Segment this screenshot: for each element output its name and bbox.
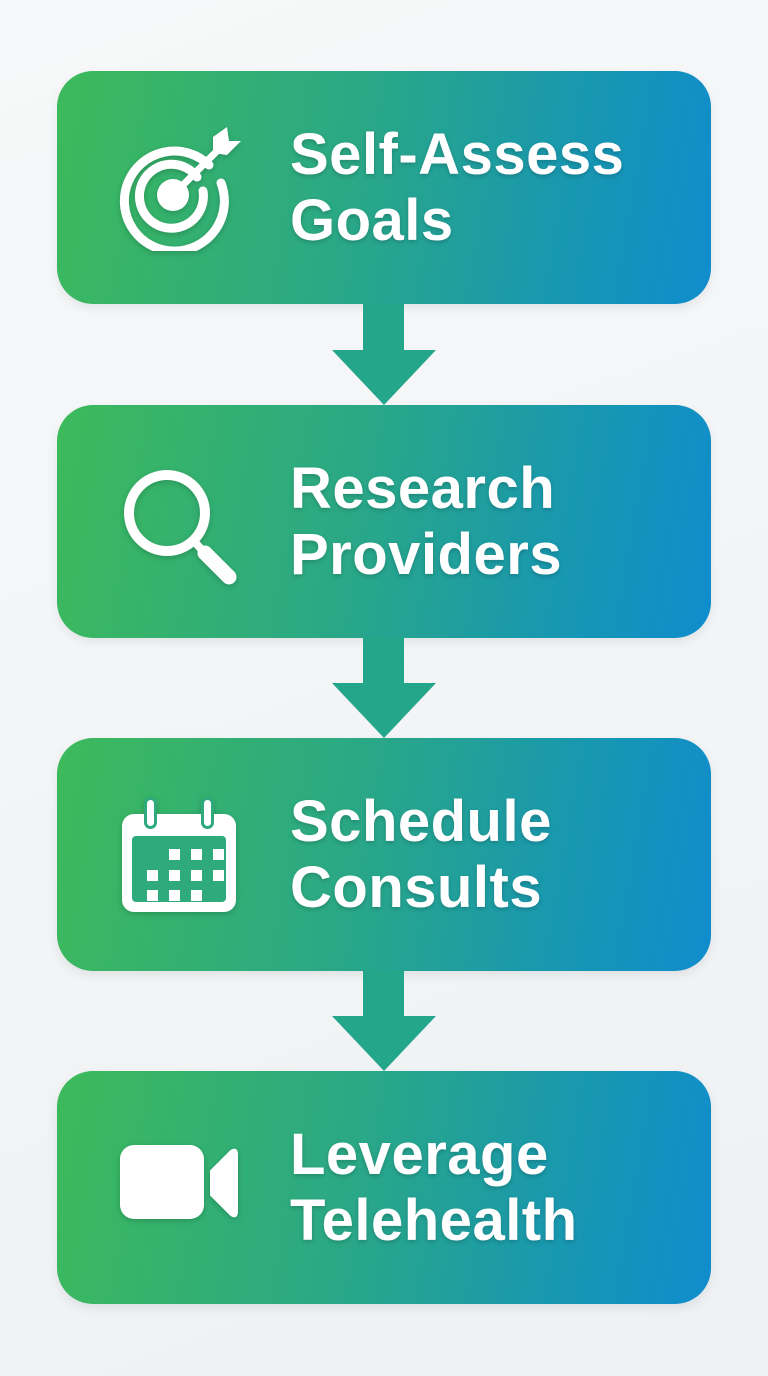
step-label: Research Providers <box>290 456 562 588</box>
step-schedule-consults: Schedule Consults <box>57 738 711 971</box>
step-label: Schedule Consults <box>290 789 552 921</box>
step-label-line1: Leverage <box>290 1121 549 1187</box>
down-arrow-icon <box>332 304 436 405</box>
step-label-line2: Goals <box>290 187 454 253</box>
magnifier-icon <box>124 470 237 585</box>
calendar-icon <box>122 797 236 912</box>
down-arrow-icon <box>332 970 436 1071</box>
step-label-line2: Providers <box>290 521 563 587</box>
step-label-line1: Research <box>290 455 556 521</box>
step-label: Self-Assess Goals <box>290 122 624 254</box>
video-camera-icon <box>120 1145 238 1219</box>
step-label-line2: Telehealth <box>290 1187 578 1253</box>
target-icon <box>119 127 241 251</box>
step-label-line1: Schedule <box>290 788 552 854</box>
step-leverage-telehealth: Leverage Telehealth <box>57 1071 711 1304</box>
step-label: Leverage Telehealth <box>290 1122 578 1254</box>
step-self-assess-goals: Self-Assess Goals <box>57 71 711 304</box>
step-research-providers: Research Providers <box>57 405 711 638</box>
step-label-line1: Self-Assess <box>290 121 625 187</box>
down-arrow-icon <box>332 637 436 738</box>
step-label-line2: Consults <box>290 854 543 920</box>
